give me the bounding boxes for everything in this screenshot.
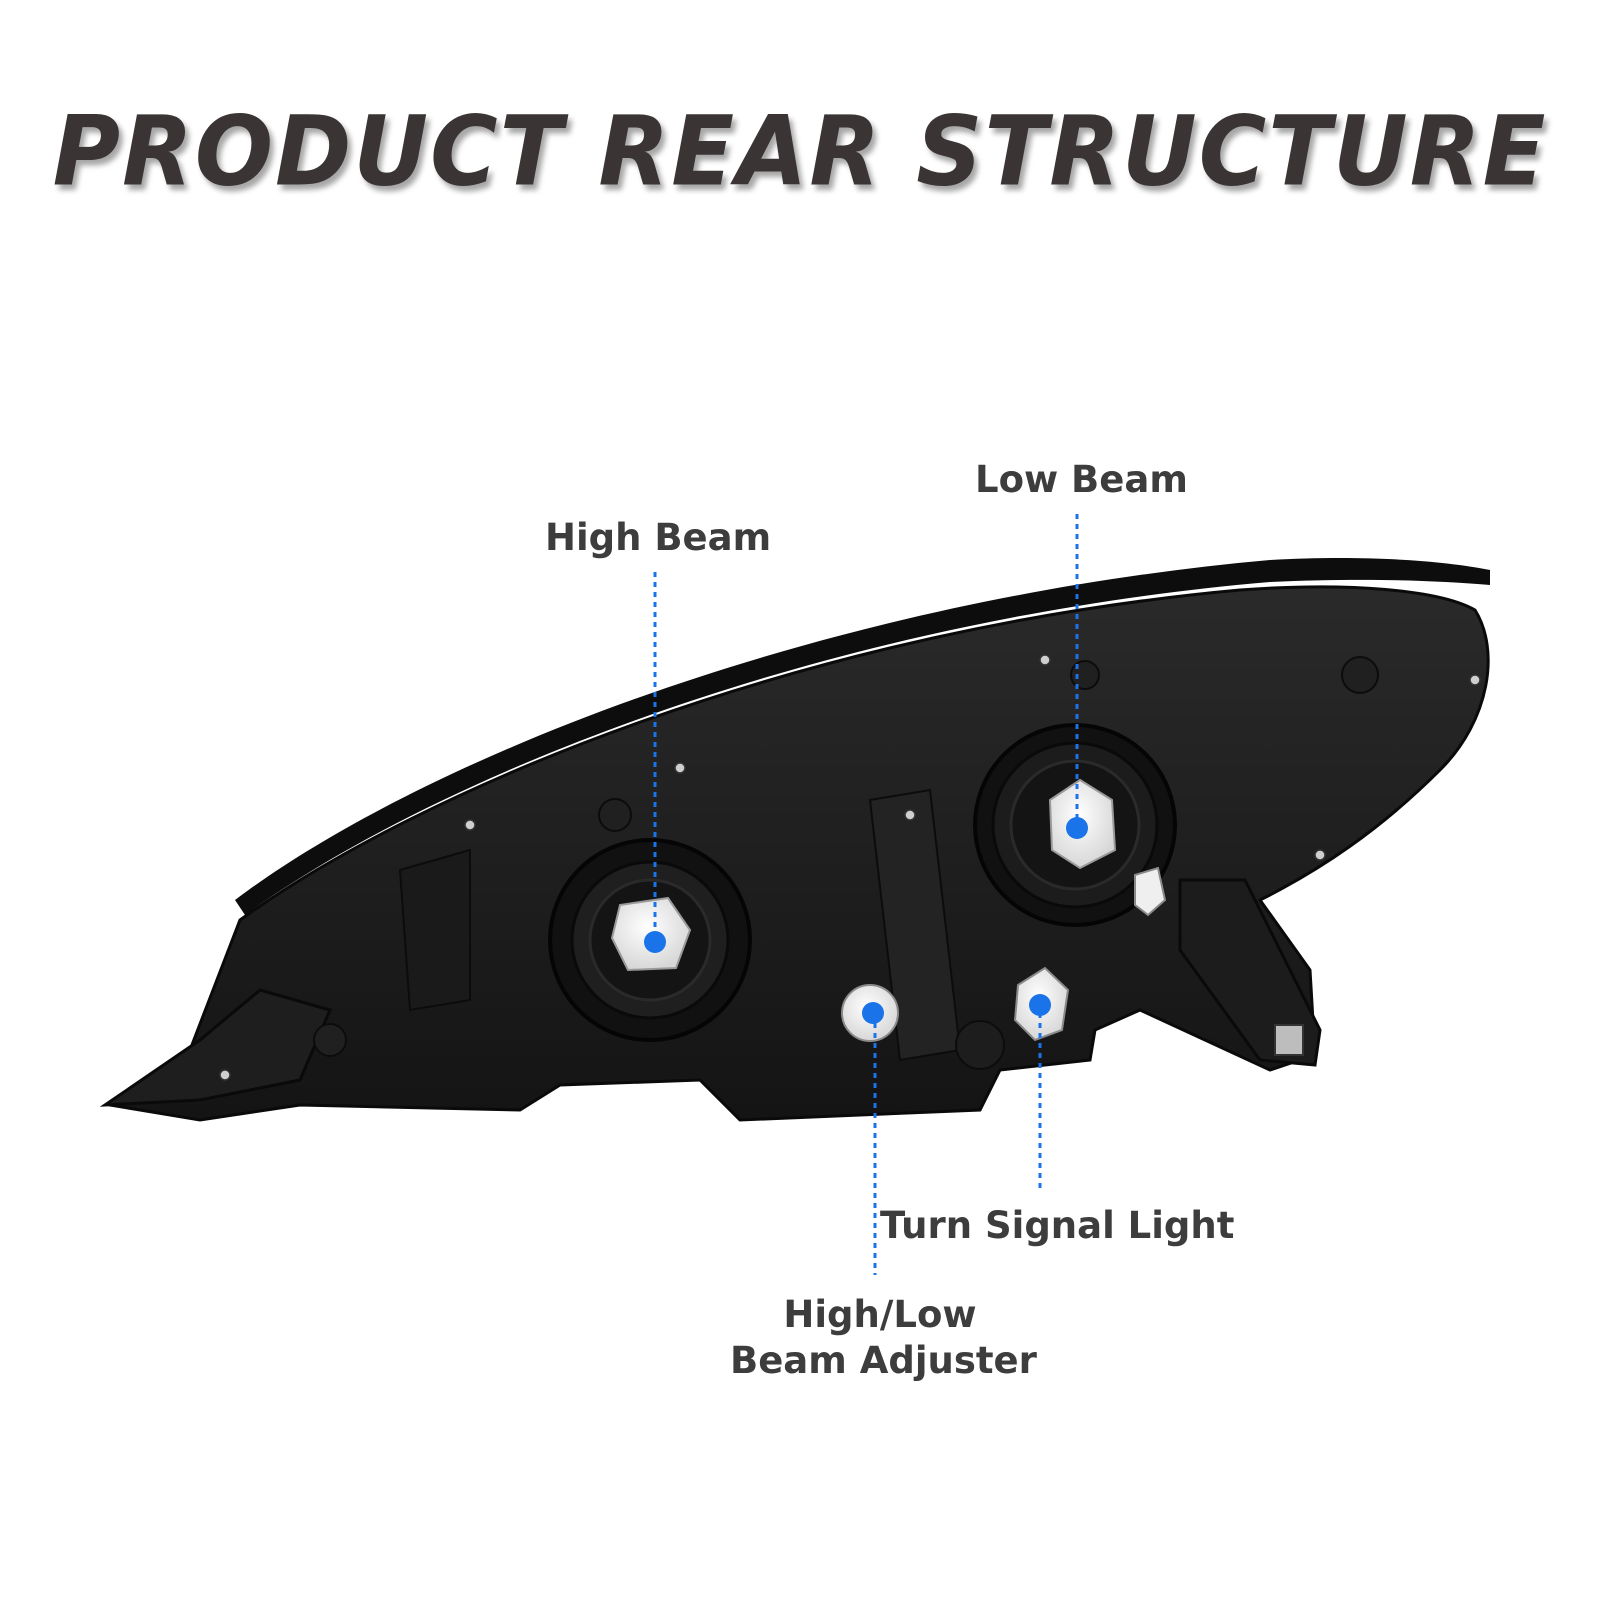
housing-boss [1341, 656, 1379, 694]
page-title: PRODUCT REAR STRUCTURE [52, 95, 1548, 208]
adjuster-dot [862, 1002, 884, 1024]
screws [219, 654, 1481, 1081]
high-beam-label: High Beam [545, 516, 772, 559]
low-beam-dot [1066, 817, 1088, 839]
housing-rib [398, 848, 471, 1012]
low-beam-label: Low Beam [975, 458, 1188, 501]
adjuster-label: High/Low Beam Adjuster [730, 1292, 1037, 1384]
adjuster-label-line1: High/Low [783, 1293, 977, 1336]
housing-boss [955, 1020, 1005, 1070]
turn-signal-dot [1029, 994, 1051, 1016]
callout-lines [653, 514, 1079, 1275]
high-beam-dot [644, 931, 666, 953]
housing-boss [598, 798, 632, 832]
bracket-clip [1274, 1024, 1304, 1056]
housing-boss [1070, 660, 1100, 690]
callout-dots [644, 817, 1088, 1024]
left-flange [99, 988, 333, 1107]
turn-signal-label: Turn Signal Light [880, 1204, 1235, 1247]
adjuster-label-line2: Beam Adjuster [730, 1339, 1037, 1382]
mount-bracket [1178, 878, 1322, 1067]
housing-boss [313, 1023, 347, 1057]
